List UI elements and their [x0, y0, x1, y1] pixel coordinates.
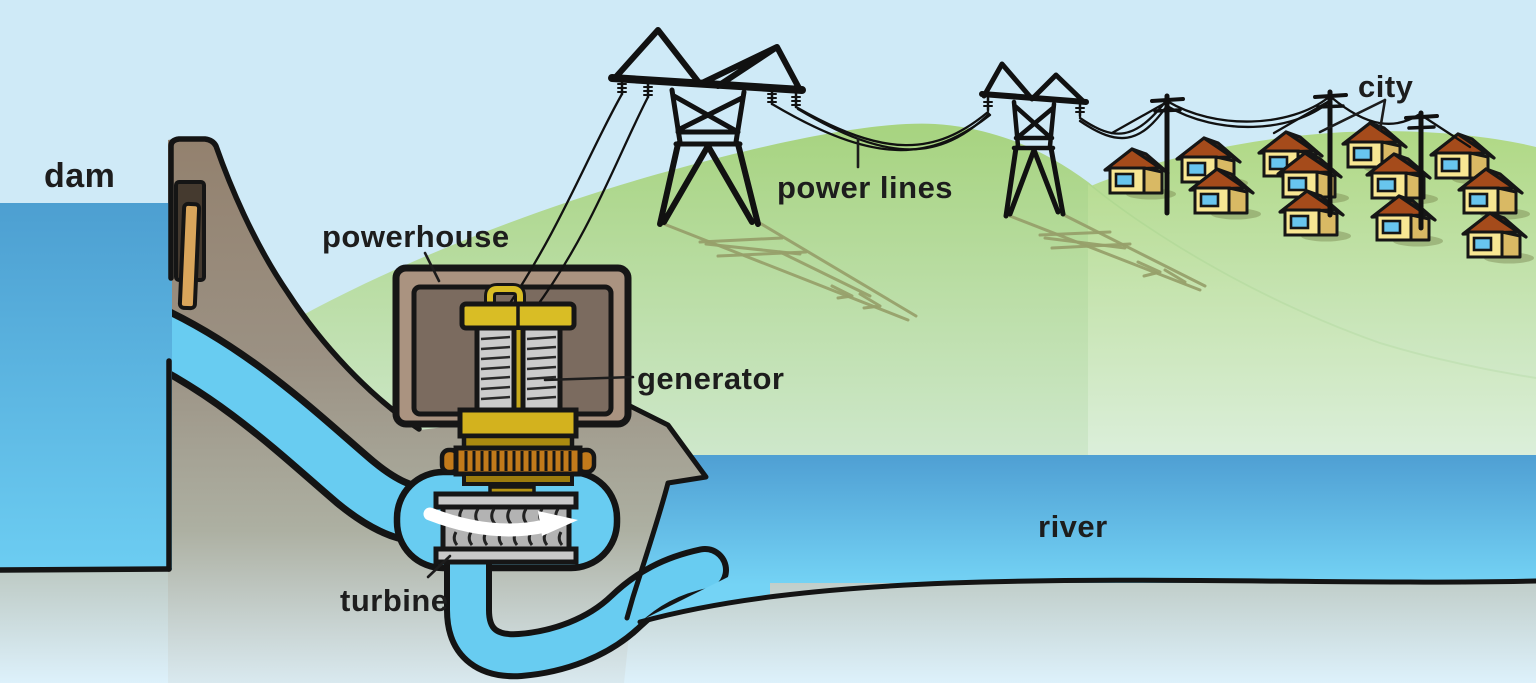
- diagram-labels: dam powerhouse generator turbine power l…: [44, 69, 1414, 618]
- label-power-lines: power lines: [777, 170, 953, 205]
- label-powerhouse: powerhouse: [322, 219, 510, 254]
- turbine-assembly: [423, 491, 579, 565]
- turbine-bottom-plate: [433, 546, 579, 565]
- transmission-tower-2: [979, 61, 1089, 219]
- house: [1188, 167, 1261, 220]
- generator-assembly: [439, 283, 597, 500]
- coil-windings: [480, 335, 557, 401]
- label-generator: generator: [637, 361, 784, 396]
- label-turbine: turbine: [340, 583, 449, 618]
- dam-gate: [174, 180, 206, 311]
- house-window: [1381, 219, 1402, 235]
- house-side-wall: [1500, 230, 1522, 259]
- house-side-wall: [1227, 186, 1249, 215]
- label-dam: dam: [44, 157, 115, 195]
- house: [1370, 194, 1443, 247]
- house-side-wall: [1142, 166, 1164, 195]
- transmission-tower-1: [608, 27, 806, 227]
- power-lines-wires: [770, 99, 1168, 152]
- insulator: [791, 91, 801, 109]
- powerhouse-pointer: [423, 251, 441, 283]
- house-window: [1268, 155, 1289, 171]
- label-river: river: [1038, 509, 1108, 544]
- house-window: [1186, 161, 1207, 177]
- house-window: [1199, 192, 1220, 208]
- house-window: [1352, 146, 1373, 162]
- reservoir-water: [0, 203, 172, 570]
- generator-handle: [487, 286, 523, 307]
- generator-base: [457, 407, 579, 439]
- label-city: city: [1358, 69, 1414, 104]
- house-window: [1376, 177, 1397, 193]
- foreground-slope: [1088, 184, 1536, 472]
- house: [1103, 147, 1176, 200]
- gear-ring: [453, 445, 583, 477]
- river-bank-line: [637, 577, 1536, 625]
- house-window: [1289, 214, 1310, 230]
- house: [1278, 189, 1351, 242]
- gear-teeth: [464, 451, 572, 471]
- insulator: [1075, 102, 1085, 118]
- turbine-pointer: [426, 554, 452, 579]
- house-window: [1114, 172, 1135, 188]
- house-window: [1440, 157, 1461, 173]
- generator-pointer: [543, 375, 635, 382]
- house-side-wall: [1496, 186, 1518, 215]
- house: [1457, 167, 1530, 220]
- tower-shadow-right: [1008, 212, 1207, 292]
- insulator: [643, 81, 653, 99]
- city-pointer: [1318, 98, 1387, 134]
- reservoir-bottom-line: [0, 566, 172, 573]
- rotation-arrow: [423, 507, 578, 537]
- tower-shadow-left: [662, 220, 918, 322]
- insulator: [983, 96, 993, 112]
- house-window: [1472, 236, 1493, 252]
- river-water: [640, 455, 1536, 583]
- outflow-channel: [444, 521, 770, 680]
- insulator: [617, 78, 627, 96]
- city-houses: [1103, 121, 1534, 264]
- generator-output-wires: [502, 92, 650, 314]
- house: [1461, 211, 1534, 264]
- house-window: [1287, 176, 1308, 192]
- dam-outline: [166, 136, 709, 621]
- insulator: [767, 88, 777, 106]
- house-window: [1468, 192, 1489, 208]
